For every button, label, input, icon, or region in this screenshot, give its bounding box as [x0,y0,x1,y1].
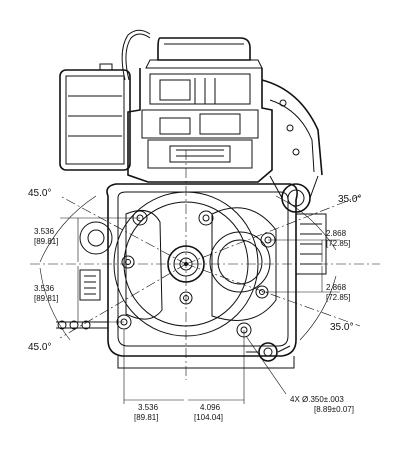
dim-bottom-right-in: 4.096 [200,403,221,412]
dimension-labels: 45.0° 35.0° 45.0° 35.0° 3.536 [89.81] 3.… [28,188,361,422]
angle-label-top-left: 45.0° [28,188,51,199]
center-lines [30,150,380,380]
dim-left-upper-mm: [89.81] [34,237,58,246]
dim-bottom-left-mm: [89.81] [134,413,158,422]
engine-outline [56,29,327,369]
dim-right-upper-mm: [72.85] [326,239,350,248]
angle-arcs [39,195,337,341]
dim-left-lower-mm: [89.81] [34,294,58,303]
dimension-lines [60,217,340,404]
dim-bottom-left-in: 3.536 [138,403,159,412]
dim-right-upper-in: 2.868 [326,229,347,238]
angle-label-top-right: 35.0° [338,194,361,205]
dim-right-lower-in: 2.868 [326,283,347,292]
dim-right-lower-mm: [72.85] [326,293,350,302]
angle-label-bottom-right: 35.0° [330,322,353,333]
dim-bottom-right-mm: [104.04] [194,413,223,422]
dim-left-upper-in: 3.536 [34,227,55,236]
dim-left-lower-in: 3.536 [34,284,55,293]
angle-label-bottom-left: 45.0° [28,342,51,353]
hole-callout-inch: 4X Ø.350±.003 [290,395,344,404]
hole-callout-metric: [8.89±0.07] [314,405,354,414]
